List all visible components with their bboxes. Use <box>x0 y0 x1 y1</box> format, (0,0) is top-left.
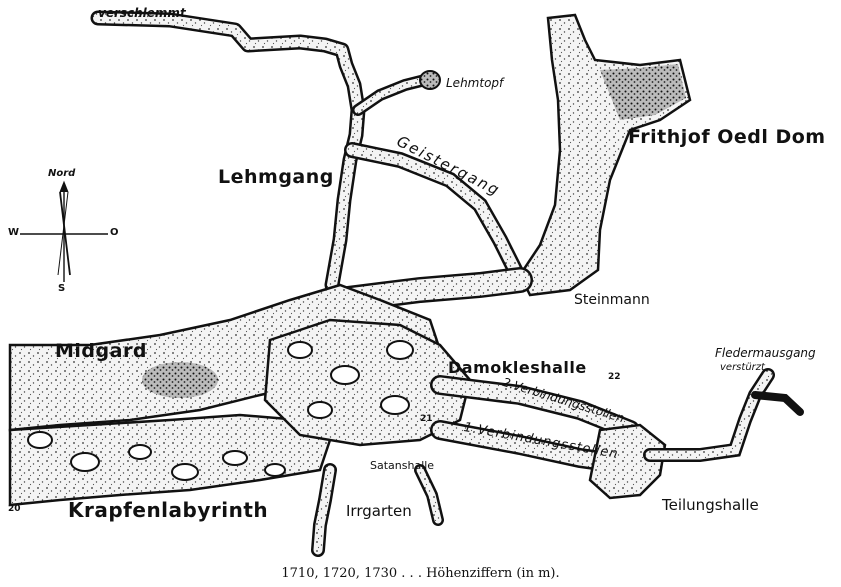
label-irrgarten: Irrgarten <box>346 502 412 520</box>
label-fledermausgang: Fledermausgang <box>715 346 816 360</box>
passage-lehmtopf <box>352 70 441 116</box>
passage-teilungshalle <box>588 423 667 500</box>
label-lehmtopf: Lehmtopf <box>446 76 504 90</box>
label-krapfenlabyrinth: Krapfenlabyrinth <box>68 498 269 522</box>
map-caption: 1710, 1720, 1730 . . . Höhenziffern (in … <box>281 566 560 581</box>
passage-krapfenlabyrinth <box>8 413 332 507</box>
compass-south-label: S <box>58 283 66 294</box>
passage-steinmann-link <box>327 267 533 313</box>
compass-rose <box>20 180 108 282</box>
passage-verschlemmt <box>90 10 366 293</box>
label-teilungshalle: Teilungshalle <box>662 496 759 514</box>
label-steinmann: Steinmann <box>574 292 650 308</box>
compass-east-label: O <box>110 227 119 238</box>
label-number-20: 20 <box>8 504 21 514</box>
label-damokleshalle: Damokleshalle <box>448 358 587 377</box>
label-verschlemmt: verschlemmt <box>98 6 186 20</box>
passage-irrgarten <box>311 463 444 557</box>
passage-geistergang <box>344 142 523 278</box>
passage-frithjof-dom <box>518 13 692 297</box>
label-satanshalle: Satanshalle <box>370 459 435 472</box>
label-verstuerzt: verstürzt <box>720 362 765 373</box>
label-number-21: 21 <box>420 414 433 424</box>
compass-west-label: W <box>8 227 20 238</box>
label-lehmgang: Lehmgang <box>218 166 334 188</box>
label-midgard: Midgard <box>55 340 147 362</box>
passage-fledermausgang <box>643 368 804 462</box>
label-number-22: 22 <box>608 372 621 382</box>
passage-damokleshalle <box>263 318 472 447</box>
compass-north-label: Nord <box>48 168 76 179</box>
label-frithjof-oedl-dom: Frithjof Oedl Dom <box>628 126 826 148</box>
